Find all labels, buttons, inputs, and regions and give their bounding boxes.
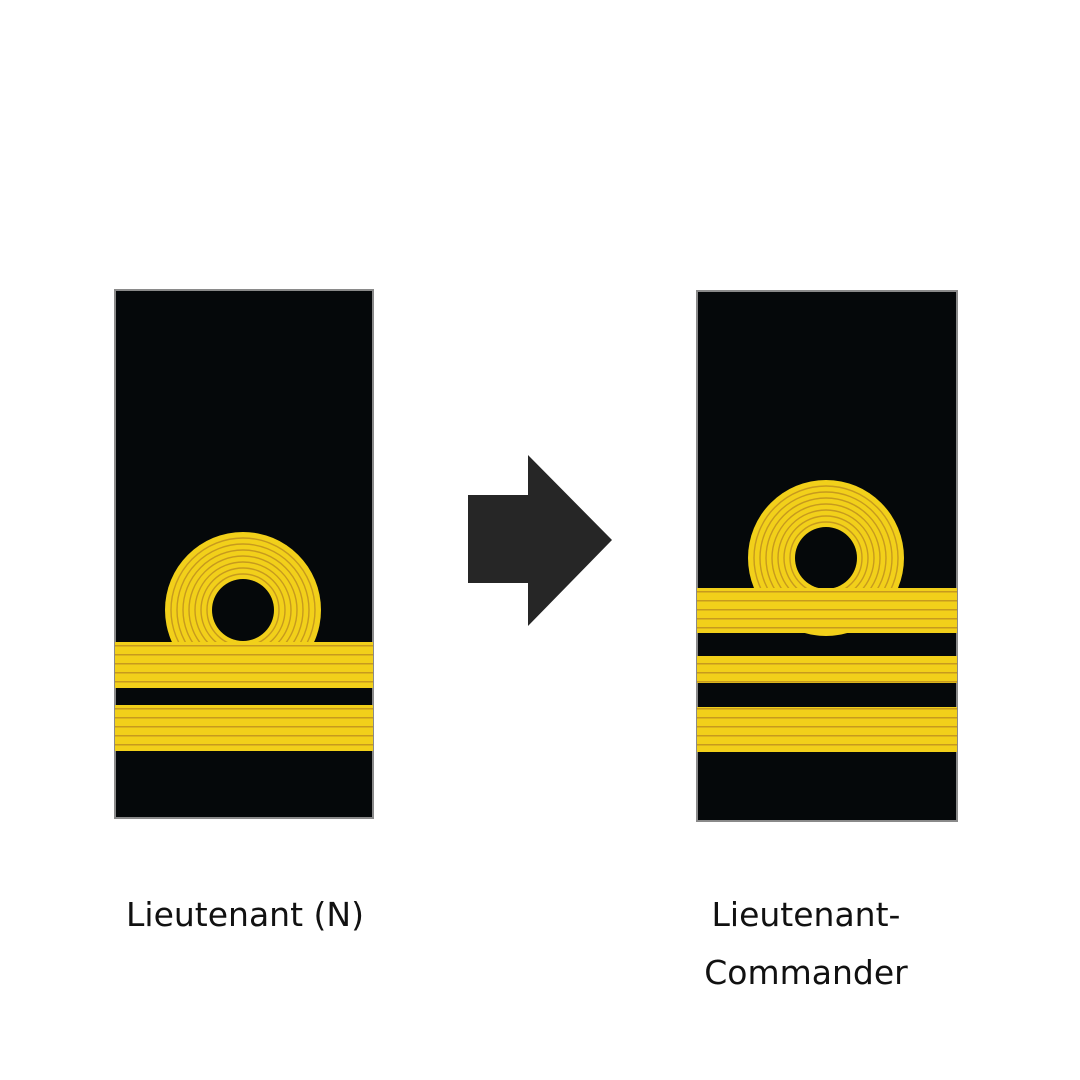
gold-stripe bbox=[115, 642, 373, 688]
gold-stripe bbox=[115, 705, 373, 751]
rank-label-line1: Lieutenant- bbox=[711, 895, 901, 934]
lieutenant-commander-shoulder-board bbox=[696, 290, 958, 822]
lieutenant-shoulder-board bbox=[114, 289, 374, 819]
rank-label-line2: Commander bbox=[704, 953, 908, 992]
gold-stripe bbox=[697, 707, 957, 752]
gold-stripe bbox=[697, 588, 957, 633]
right-arrow-icon bbox=[468, 455, 612, 626]
rank-label-lieutenant: Lieutenant (N) bbox=[126, 895, 364, 934]
thin-gold-stripe bbox=[697, 656, 957, 683]
rank-label-lieutenant-commander: Lieutenant- Commander bbox=[620, 886, 992, 1002]
